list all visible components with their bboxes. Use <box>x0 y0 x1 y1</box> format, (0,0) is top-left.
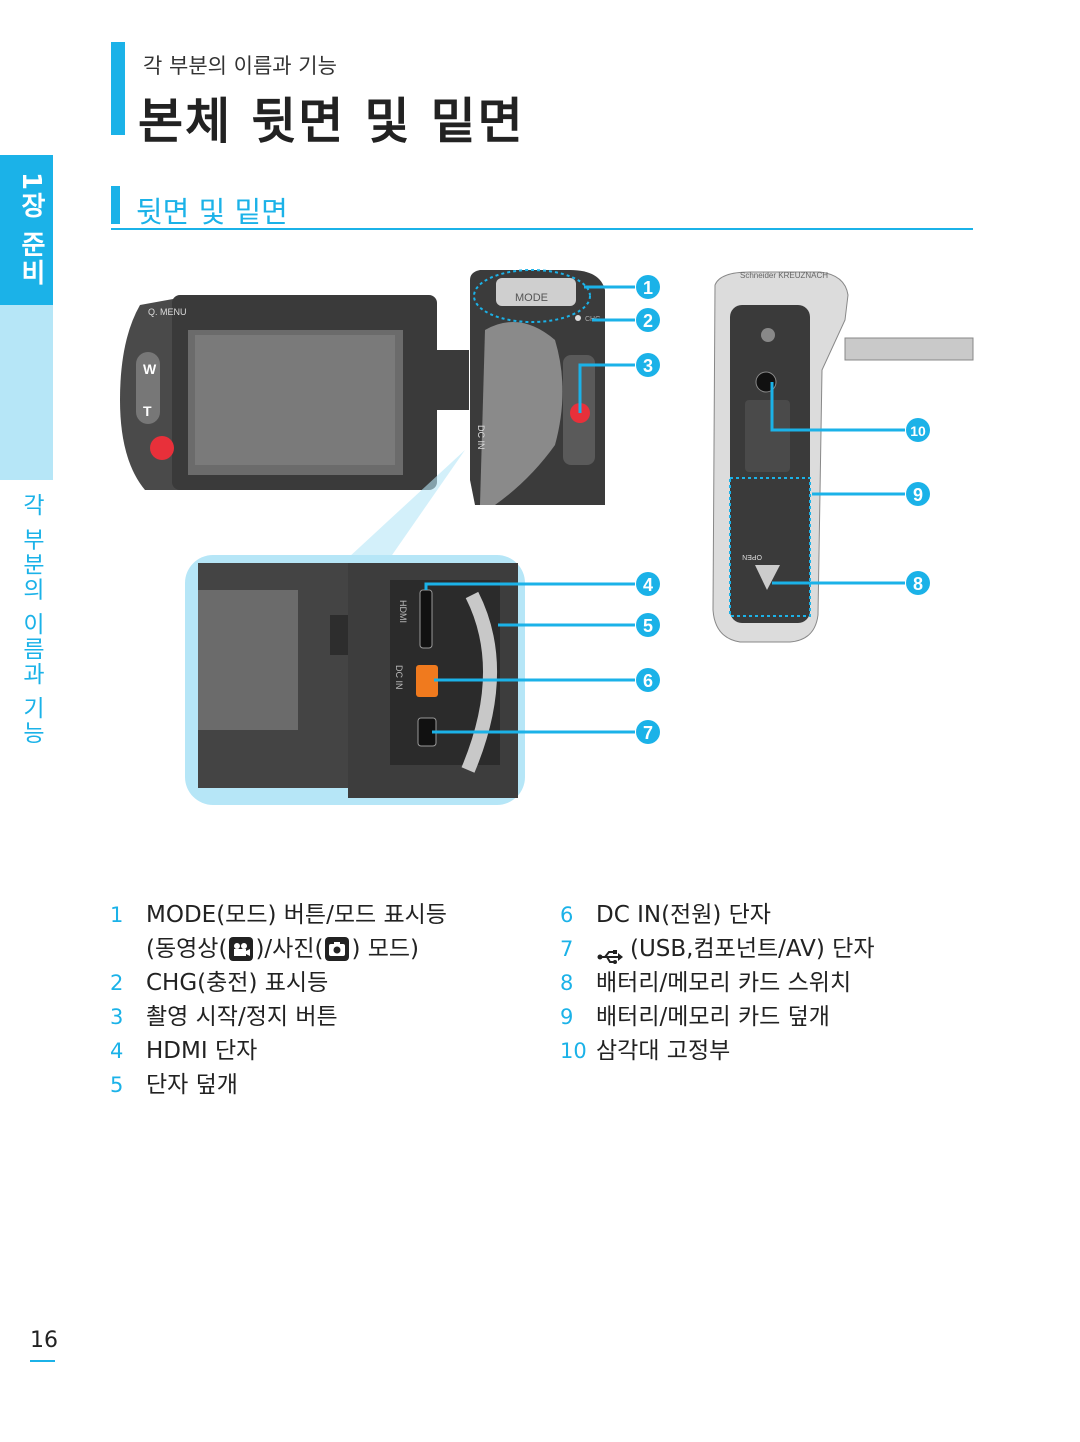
photo-camera-icon <box>325 937 350 961</box>
legend-text: MODE(모드) 버튼/모드 표시등 <box>146 902 447 928</box>
legend-num: 5 <box>110 1073 124 1097</box>
legend-num: 7 <box>560 937 574 961</box>
callout-9: 9 <box>913 485 923 505</box>
chapter-tab-label: 1장 준비 <box>16 172 46 288</box>
hdmi-port[interactable] <box>419 589 433 649</box>
legend-text: 배터리/메모리 카드 덮개 <box>596 1004 830 1030</box>
page-number-underline <box>30 1360 55 1362</box>
legend-text: )/사진( <box>255 936 324 962</box>
callout-2: 2 <box>643 311 653 331</box>
camera-body-bottom: Schneider KREUZNACH OPEN <box>712 271 974 643</box>
callout-numbers: 1 2 3 4 5 6 7 8 9 10 <box>636 275 930 744</box>
camcorder-figure: Q. MENU W T MODE CHG DC IN HDMI DC <box>120 269 974 805</box>
zoom-w-label: W <box>143 361 157 377</box>
q-menu-label: Q. MENU <box>148 307 187 317</box>
usb-icon <box>596 941 624 964</box>
battery-cover-highlight <box>729 477 811 617</box>
section-title: 뒷면 및 밑면 <box>136 195 288 229</box>
legend-num: 6 <box>560 903 574 927</box>
callout-8: 8 <box>913 574 923 594</box>
legend-right: 6 DC IN(전원) 단자 7 (USB,컴포넌트/AV) 단자 8 배터리/… <box>560 898 875 1068</box>
page-title: 본체 뒷면 및 밑면 <box>138 93 525 150</box>
callout-7: 7 <box>643 723 653 743</box>
legend-item: 3 촬영 시작/정지 버튼 <box>110 1000 447 1034</box>
legend-text: CHG(충전) 표시등 <box>146 970 329 996</box>
mode-highlight-circle <box>473 269 591 323</box>
legend-item: 2 CHG(충전) 표시등 <box>110 966 447 1000</box>
brand-label: Schneider KREUZNACH <box>740 271 828 280</box>
inset-detail: HDMI DC IN <box>198 563 518 798</box>
legend-num: 3 <box>110 1005 124 1029</box>
dc-in-label: DC IN <box>394 665 404 690</box>
lcd-hinge <box>437 350 469 410</box>
legend-item: 4 HDMI 단자 <box>110 1034 447 1068</box>
legend-text: 촬영 시작/정지 버튼 <box>146 1004 338 1030</box>
movie-camera-icon <box>229 937 254 961</box>
hdmi-label: HDMI <box>398 600 408 623</box>
legend-item: 6 DC IN(전원) 단자 <box>560 898 875 932</box>
zoom-connector <box>348 450 465 558</box>
callout-lines-top <box>578 285 635 413</box>
chapter-tab-light <box>0 305 53 480</box>
legend-text: DC IN(전원) 단자 <box>596 902 771 928</box>
section-tab <box>0 480 53 730</box>
legend-left: 1 MODE(모드) 버튼/모드 표시등 (동영상( )/사진( ) 모드) 2… <box>110 898 447 1102</box>
legend-item: (동영상( )/사진( ) 모드) <box>110 932 447 966</box>
section-tab-label: 각 부분의 이름과 기능 <box>18 493 44 746</box>
legend-num: 2 <box>110 971 124 995</box>
legend-text: HDMI 단자 <box>146 1038 258 1064</box>
callout-10: 10 <box>910 423 926 439</box>
mode-button[interactable] <box>496 278 576 306</box>
dc-in-port[interactable] <box>416 665 438 697</box>
legend-num: 4 <box>110 1039 124 1063</box>
legend-item: 7 (USB,컴포넌트/AV) 단자 <box>560 932 875 966</box>
callout-6: 6 <box>643 671 653 691</box>
legend-text: ) 모드) <box>351 936 420 962</box>
battery-release-switch[interactable] <box>755 565 780 590</box>
callout-1: 1 <box>643 278 653 298</box>
legend-text: (USB,컴포넌트/AV) 단자 <box>630 936 875 962</box>
callout-3: 3 <box>643 356 653 376</box>
mode-button-label: MODE <box>515 292 548 304</box>
legend-text: 삼각대 고정부 <box>596 1038 731 1064</box>
section-divider <box>111 228 973 230</box>
camera-body-rear: MODE CHG DC IN <box>470 269 605 505</box>
open-label: OPEN <box>742 553 762 560</box>
legend-item: 1 MODE(모드) 버튼/모드 표시등 <box>110 898 447 932</box>
page-subtitle: 각 부분의 이름과 기능 <box>143 54 337 78</box>
legend-text: 단자 덮개 <box>146 1072 238 1098</box>
lcd-panel: Q. MENU W T <box>120 295 437 490</box>
legend-text: (동영상( <box>146 936 228 962</box>
page-number: 16 <box>30 1328 58 1353</box>
legend-text: 배터리/메모리 카드 스위치 <box>596 970 852 996</box>
legend-item: 5 단자 덮개 <box>110 1068 447 1102</box>
inset-terminal-cover <box>461 591 497 773</box>
callout-lines-inset <box>424 582 635 734</box>
callout-5: 5 <box>643 616 653 636</box>
dc-in-label-body: DC IN <box>476 425 486 450</box>
callout-lines-bottom <box>770 382 905 585</box>
chapter-tab <box>0 155 53 305</box>
legend-item: 8 배터리/메모리 카드 스위치 <box>560 966 875 1000</box>
terminal-cover[interactable] <box>480 322 563 505</box>
section-accent-bar <box>111 186 120 224</box>
legend-item: 10 삼각대 고정부 <box>560 1034 875 1068</box>
legend-num: 1 <box>110 903 124 927</box>
legend-num: 9 <box>560 1005 574 1029</box>
legend-num: 10 <box>560 1039 587 1063</box>
zoom-t-label: T <box>143 403 152 419</box>
lcd-record-button[interactable] <box>150 436 174 460</box>
legend-item: 9 배터리/메모리 카드 덮개 <box>560 1000 875 1034</box>
callout-4: 4 <box>643 575 653 595</box>
header-accent-bar <box>111 42 125 135</box>
legend-num: 8 <box>560 971 574 995</box>
